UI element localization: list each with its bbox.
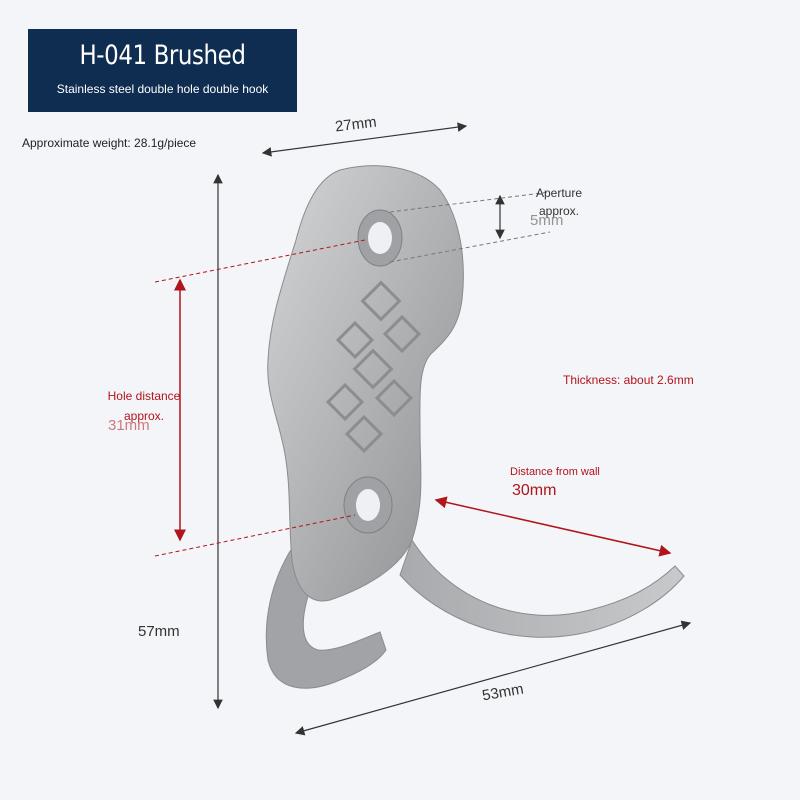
hole-guide-top: [154, 239, 366, 283]
diamond-pattern: [325, 280, 422, 454]
aperture-guide-top: [389, 191, 551, 213]
thickness-label: Thickness: about 2.6mm: [563, 373, 694, 387]
length-dimension-line: [294, 620, 692, 736]
aperture-value: 5mm: [530, 212, 564, 229]
product-subtitle: Stainless steel double hole double hook: [56, 82, 269, 96]
weight-label: Approximate weight: 28.1g/piece: [22, 136, 197, 150]
product-title: H-041 Brushed: [79, 40, 246, 71]
hole-guide-bottom: [154, 514, 356, 557]
title-banner: H-041 Brushed Stainless steel double hol…: [28, 29, 297, 112]
wall-distance-line: [434, 496, 672, 557]
upper-hole-inner: [368, 222, 392, 254]
hook-plate: [267, 165, 464, 602]
aperture-guide-bottom: [389, 231, 551, 263]
aperture-label: Aperture approx.: [535, 186, 583, 218]
hole-distance-label: Hole distance approx.: [107, 389, 181, 423]
hook-right-arm: [399, 538, 685, 638]
height-label: 57mm: [138, 623, 180, 640]
wall-distance-label: Distance from wall: [510, 466, 600, 478]
hole-distance-value: 31mm: [108, 417, 150, 434]
wall-distance-value: 30mm: [512, 482, 557, 499]
lower-hole-inner: [356, 489, 380, 521]
width-dimension-line: [261, 122, 468, 157]
